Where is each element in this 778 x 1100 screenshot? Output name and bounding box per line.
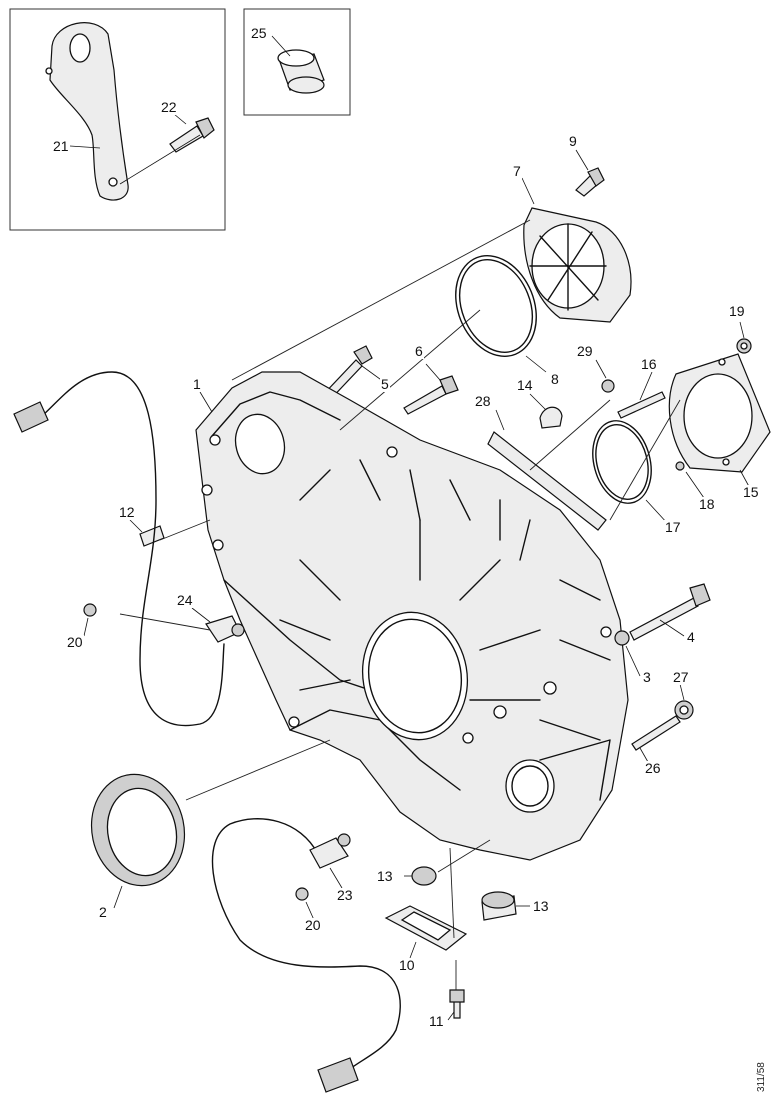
- part-25-bushing: [277, 49, 325, 94]
- part-1-flywheel-housing: [195, 371, 629, 861]
- part-21-bracket: [45, 22, 129, 201]
- inset-box-bracket: [9, 8, 226, 231]
- callout-2: 2: [98, 904, 108, 920]
- part-20-bolt-a: [83, 603, 97, 617]
- part-12-dowel: [139, 525, 165, 547]
- callout-9: 9: [568, 133, 578, 149]
- callout-10: 10: [398, 957, 416, 973]
- callout-26: 26: [644, 760, 662, 776]
- callout-29: 29: [576, 343, 594, 359]
- callout-12: 12: [118, 504, 136, 520]
- part-2-seal: [90, 773, 186, 887]
- part-29-plug: [601, 379, 615, 393]
- callout-20-b: 20: [304, 917, 322, 933]
- callout-24: 24: [176, 592, 194, 608]
- callout-4: 4: [686, 629, 696, 645]
- drawing-number: 311/58: [756, 1062, 767, 1092]
- part-8-o-ring: [455, 255, 537, 357]
- callout-19: 19: [728, 303, 746, 319]
- part-16-stud: [617, 391, 666, 419]
- callout-16: 16: [640, 356, 658, 372]
- callout-18: 18: [698, 496, 716, 512]
- callout-25: 25: [250, 25, 268, 41]
- part-13-plug-b: [481, 891, 517, 921]
- callout-1: 1: [192, 376, 202, 392]
- part-24-sensor: [205, 615, 245, 643]
- part-20-bolt-b: [295, 887, 309, 901]
- callout-17: 17: [664, 519, 682, 535]
- part-10-cover: [384, 905, 468, 951]
- callout-22: 22: [160, 99, 178, 115]
- callout-11: 11: [428, 1013, 445, 1029]
- callout-28: 28: [474, 393, 492, 409]
- callout-7: 7: [512, 163, 522, 179]
- part-4-bolt: [629, 583, 711, 641]
- callout-15: 15: [742, 484, 760, 500]
- part-11-bolt: [449, 989, 465, 1019]
- callout-23: 23: [336, 887, 354, 903]
- part-17-o-ring: [592, 420, 652, 504]
- part-28-gasket: [487, 431, 607, 531]
- part-18-washer: [675, 461, 685, 471]
- part-14-plug: [539, 406, 563, 429]
- callout-13-b: 13: [532, 898, 550, 914]
- part-22-bolt: [119, 117, 215, 185]
- part-23-sensor: [309, 833, 351, 869]
- sensor-cable-upper: [13, 371, 225, 727]
- part-3-washer: [614, 630, 630, 646]
- part-15-cover-plate: [668, 353, 771, 473]
- callout-6: 6: [414, 343, 424, 359]
- callout-8: 8: [550, 371, 560, 387]
- callout-14: 14: [516, 377, 534, 393]
- callout-3: 3: [642, 669, 652, 685]
- callout-13-a: 13: [376, 868, 394, 884]
- sensor-cable-lower: [211, 818, 401, 1093]
- callout-21: 21: [52, 138, 70, 154]
- part-13-plug-a: [411, 866, 437, 886]
- callout-27: 27: [672, 669, 690, 685]
- part-26-stud: [631, 715, 681, 751]
- part-9-bolt: [575, 167, 605, 197]
- leader-lines: [69, 35, 753, 1021]
- part-6-bolt: [403, 375, 459, 415]
- callout-5: 5: [380, 376, 390, 392]
- callout-20-a: 20: [66, 634, 84, 650]
- inset-box-bushing: [243, 8, 351, 116]
- part-7-cover: [523, 207, 632, 323]
